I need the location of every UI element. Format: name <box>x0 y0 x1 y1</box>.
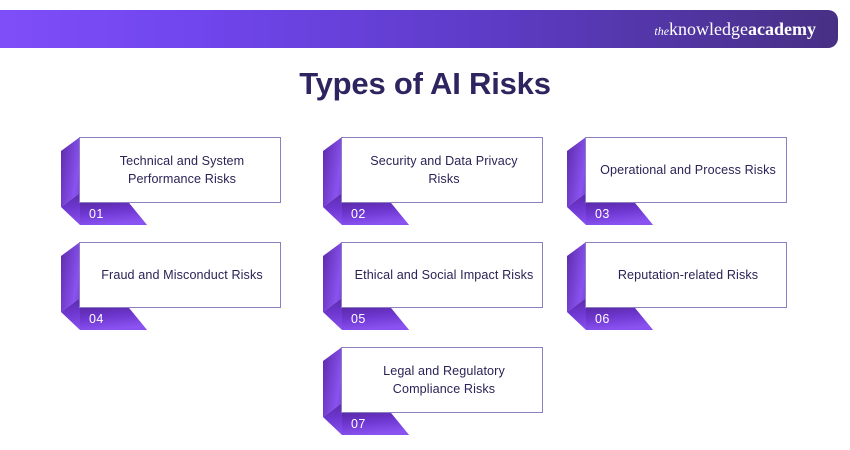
risk-card-label: Fraud and Misconduct Risks <box>101 267 263 282</box>
risk-card-box: Ethical and Social Impact Risks <box>341 242 543 308</box>
risk-card-label: Reputation-related Risks <box>617 267 759 282</box>
risk-card-box: Security and Data Privacy Risks <box>341 137 543 203</box>
risk-card[interactable]: Legal and Regulatory Compliance Risks 07 <box>321 347 543 435</box>
risk-card-number: 03 <box>595 206 610 221</box>
risk-card-number: 07 <box>351 416 366 431</box>
risk-card-box: Fraud and Misconduct Risks <box>79 242 281 308</box>
risk-card[interactable]: Operational and Process Risks 03 <box>565 137 787 225</box>
risk-card-label: Security and Data Privacy Risks <box>370 153 518 186</box>
risk-card-box: Technical and System Performance Risks <box>79 137 281 203</box>
risk-card-box: Reputation-related Risks <box>585 242 787 308</box>
risk-card-box: Operational and Process Risks <box>585 137 787 203</box>
risk-card-number: 06 <box>595 311 610 326</box>
risk-card-number: 05 <box>351 311 366 326</box>
risk-card-number: 02 <box>351 206 366 221</box>
risk-card[interactable]: Ethical and Social Impact Risks 05 <box>321 242 543 330</box>
risk-card-label: Technical and System Performance Risks <box>119 153 245 186</box>
risk-card[interactable]: Security and Data Privacy Risks 02 <box>321 137 543 225</box>
risk-card[interactable]: Technical and System Performance Risks 0… <box>59 137 281 225</box>
brand-logo-academy: academy <box>748 18 816 39</box>
risk-card[interactable]: Reputation-related Risks 06 <box>565 242 787 330</box>
risk-card-box: Legal and Regulatory Compliance Risks <box>341 347 543 413</box>
risk-card[interactable]: Fraud and Misconduct Risks 04 <box>59 242 281 330</box>
risk-card-label: Operational and Process Risks <box>600 162 776 177</box>
risk-card-label: Ethical and Social Impact Risks <box>354 267 534 282</box>
risk-card-number: 01 <box>89 206 104 221</box>
risk-card-label: Legal and Regulatory Compliance Risks <box>383 363 505 396</box>
risk-card-number: 04 <box>89 311 104 326</box>
brand-logo-the: the <box>654 23 670 38</box>
brand-logo-knowledge: knowledge <box>669 18 749 39</box>
page-title: Types of AI Risks <box>299 66 551 101</box>
